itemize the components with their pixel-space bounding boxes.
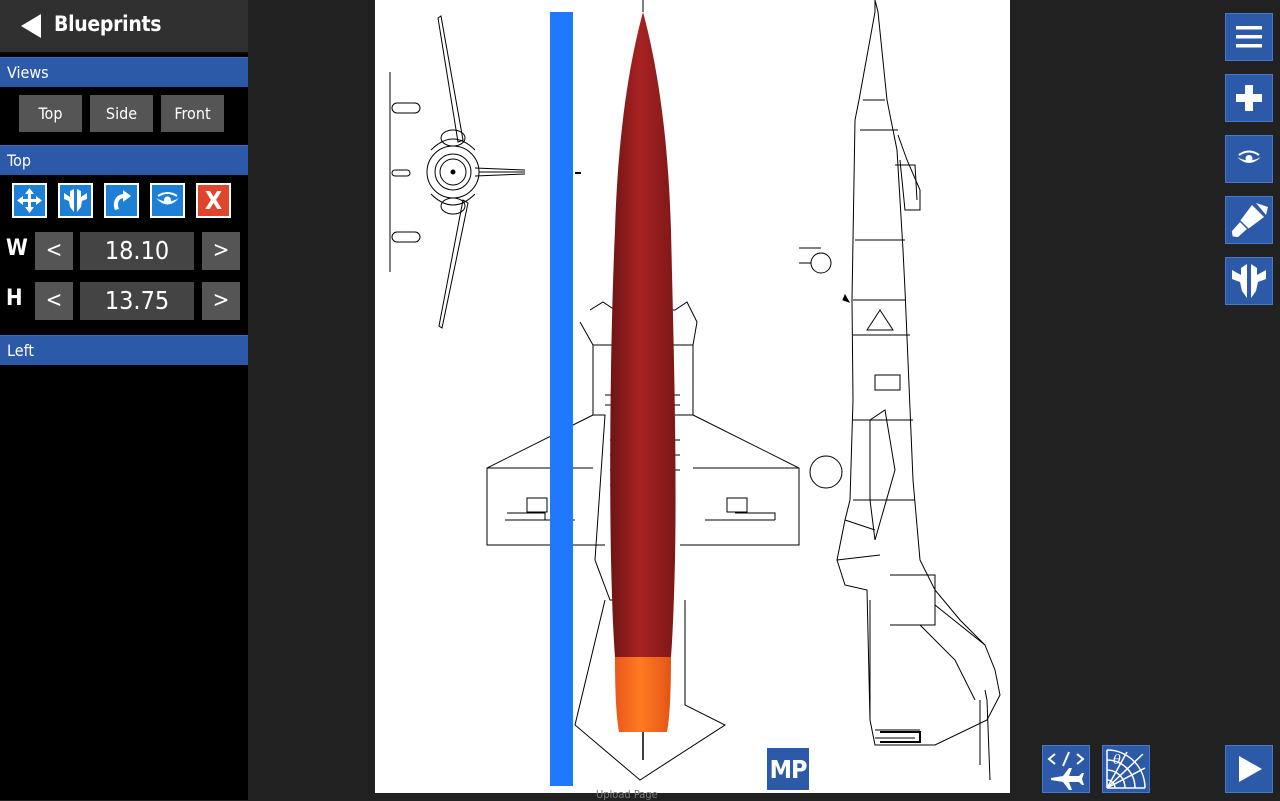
visibility-button[interactable] — [150, 183, 185, 218]
top-section-header[interactable]: Top — [0, 145, 248, 175]
symmetry-icon — [1232, 264, 1266, 298]
panel-title: Blueprints — [54, 12, 162, 36]
views-section-header[interactable]: Views — [0, 57, 248, 87]
panel-header[interactable]: Blueprints — [0, 0, 248, 52]
side-view-drawing — [799, 0, 1001, 781]
eye-icon — [1237, 150, 1261, 163]
move-icon — [17, 188, 42, 213]
visibility-icon — [156, 192, 179, 205]
top-section-label: Top — [7, 151, 32, 170]
height-decrease-button[interactable]: < — [35, 282, 73, 320]
svg-text:θ: θ — [1113, 753, 1121, 768]
play-icon — [1239, 756, 1262, 782]
width-value[interactable]: 18.10 — [80, 232, 194, 270]
back-arrow-icon[interactable] — [21, 14, 41, 38]
add-button[interactable] — [1225, 74, 1273, 122]
move-button[interactable] — [12, 183, 47, 218]
left-section-label: Left — [7, 341, 35, 360]
angle-grid-icon: θ — [1106, 749, 1146, 789]
angle-grid-button[interactable]: θ — [1102, 745, 1150, 793]
code-plane-button[interactable] — [1042, 745, 1090, 793]
height-value[interactable]: 13.75 — [80, 282, 194, 320]
height-increase-button[interactable]: > — [202, 282, 240, 320]
left-section-header[interactable]: Left — [0, 335, 248, 365]
blueprint-drawing — [389, 0, 1001, 786]
code-plane-icon — [1047, 751, 1085, 790]
views-section-label: Views — [7, 63, 49, 82]
paint-brush-icon — [1230, 203, 1268, 239]
menu-icon — [1236, 26, 1262, 48]
view-toggle-button[interactable] — [1225, 135, 1273, 183]
height-label: H — [6, 286, 23, 311]
delete-icon: X — [204, 186, 223, 215]
width-increase-button[interactable]: > — [202, 232, 240, 270]
view-front-button[interactable]: Front — [161, 95, 224, 132]
menu-button[interactable] — [1225, 13, 1273, 61]
width-decrease-button[interactable]: < — [35, 232, 73, 270]
symmetry-button[interactable] — [1225, 257, 1273, 305]
mirror-button[interactable] — [58, 183, 93, 218]
front-view-drawing — [389, 15, 581, 329]
blueprint-canvas[interactable]: MP — [375, 0, 1010, 793]
view-top-button[interactable]: Top — [19, 95, 82, 132]
rocket-model — [610, 0, 676, 760]
delete-button[interactable]: X — [196, 183, 231, 218]
width-label: W — [6, 236, 28, 261]
paint-button[interactable] — [1225, 196, 1273, 244]
guide-bar[interactable] — [550, 12, 573, 786]
rotate-icon — [113, 190, 131, 210]
rotate-button[interactable] — [104, 183, 139, 218]
mirror-icon — [64, 189, 87, 212]
add-icon — [1236, 85, 1262, 111]
mp-badge[interactable]: MP — [767, 748, 809, 790]
blueprints-panel: Blueprints Views Top Side Front Top — [0, 0, 248, 800]
canvas-caption: Upload Page — [596, 788, 658, 801]
play-button[interactable] — [1225, 745, 1273, 793]
view-side-button[interactable]: Side — [90, 95, 153, 132]
